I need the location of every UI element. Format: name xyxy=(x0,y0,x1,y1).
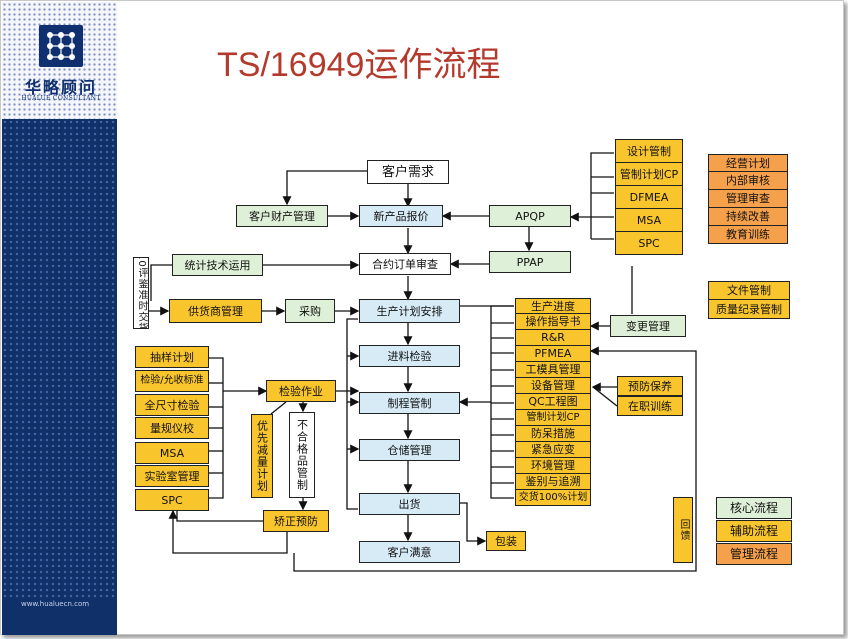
process-item: 设备管理 xyxy=(515,378,591,394)
document-control-stack: 文件管制 质量纪录管制 xyxy=(708,281,790,319)
process-item: 生产进度 xyxy=(515,298,591,314)
customer-property-node: 客户财产管理 xyxy=(236,205,328,227)
process-item: R&R xyxy=(515,330,591,346)
flow-connectors xyxy=(149,152,697,572)
feedback-node: 回馈 xyxy=(673,497,693,563)
process-item: 紧急应变 xyxy=(515,442,591,458)
process-flow-diagram: 客户需求 客户财产管理 新产品报价 APQP 合约订单审查 PPAP 统计技术运… xyxy=(121,131,821,591)
process-control-node: 制程管制 xyxy=(359,392,460,414)
legend: 核心流程 辅助流程 管理流程 xyxy=(716,497,792,565)
inspection-item: MSA xyxy=(135,442,209,464)
process-item: 交货100%计划 xyxy=(515,490,591,506)
apqp-tool-item: 管制计划CP xyxy=(615,163,683,186)
process-item: QC工程图 xyxy=(515,394,591,410)
brand-name-en: HUALUE CONSULTANT xyxy=(21,95,101,102)
warehouse-node: 仓储管理 xyxy=(359,439,460,461)
apqp-tool-item: DFMEA xyxy=(615,186,683,209)
management-stack: 经营计划 内部审核 管理审查 持续改善 教育训练 xyxy=(708,154,788,244)
priority-reduction-node: 优先减量计划 xyxy=(251,414,273,498)
management-item: 经营计划 xyxy=(708,154,788,172)
website-url: www.hualuecn.com xyxy=(21,600,90,608)
customer-demand-node: 客户需求 xyxy=(367,160,449,184)
stat-tech-node: 统计技术运用 xyxy=(172,254,263,276)
customer-satisfaction-node: 客户满意 xyxy=(359,541,460,563)
ppap-node: PPAP xyxy=(489,251,571,273)
process-item: PFMEA xyxy=(515,346,591,362)
document-control-item: 文件管制 xyxy=(708,281,790,300)
inspection-item: SPC xyxy=(135,489,209,511)
legend-support: 辅助流程 xyxy=(716,520,792,542)
sidebar: 华略顾问 HUALUE CONSULTANT www.hualuecn.com xyxy=(2,2,117,635)
supplier-eval-node: 10评鉴准时交货 xyxy=(133,257,149,329)
inspection-item: 抽样计划 xyxy=(135,346,209,368)
shipping-node: 出货 xyxy=(359,493,460,515)
legend-management: 管理流程 xyxy=(716,543,792,565)
inspection-item: 实验室管理 xyxy=(135,465,209,487)
apqp-tool-item: 设计管制 xyxy=(615,139,683,163)
on-job-training-node: 在职训练 xyxy=(617,396,683,416)
apqp-tool-item: MSA xyxy=(615,209,683,232)
page-title: TS/16949运作流程 xyxy=(217,46,501,84)
process-item: 鉴别与追溯 xyxy=(515,474,591,490)
inspection-item: 全尺寸检验 xyxy=(135,394,209,416)
company-logo-icon xyxy=(39,25,83,67)
apqp-tool-item: SPC xyxy=(615,232,683,255)
management-item: 管理审查 xyxy=(708,190,788,208)
incoming-inspection-node: 进料检验 xyxy=(359,345,460,367)
process-item: 防呆措施 xyxy=(515,426,591,442)
inspection-item: 量规仪校 xyxy=(135,417,209,439)
process-items-stack: 生产进度 操作指导书 R&R PFMEA 工模具管理 设备管理 QC工程图 管制… xyxy=(515,298,591,506)
change-mgmt-node: 变更管理 xyxy=(610,315,686,337)
process-item: 操作指导书 xyxy=(515,314,591,330)
nonconforming-node: 不合格品管制 xyxy=(289,412,315,498)
contract-review-node: 合约订单审查 xyxy=(359,253,451,275)
corrective-preventive-node: 矫正预防 xyxy=(263,510,329,532)
management-item: 持续改善 xyxy=(708,208,788,226)
process-item: 管制计划CP xyxy=(515,410,591,426)
apqp-tools-stack: 设计管制 管制计划CP DFMEA MSA SPC xyxy=(615,139,683,255)
packaging-node: 包装 xyxy=(486,531,526,551)
new-product-quote-node: 新产品报价 xyxy=(359,205,443,227)
management-item: 教育训练 xyxy=(708,226,788,244)
apqp-node: APQP xyxy=(489,205,571,227)
document-control-item: 质量纪录管制 xyxy=(708,300,790,319)
inspection-item: 检验/允收标准 xyxy=(135,370,209,392)
management-item: 内部审核 xyxy=(708,172,788,190)
process-item: 工模具管理 xyxy=(515,362,591,378)
inspection-items-stack: 抽样计划 检验/允收标准 全尺寸检验 量规仪校 MSA 实验室管理 SPC xyxy=(135,346,209,511)
preventive-maintenance-node: 预防保养 xyxy=(617,376,683,396)
purchase-node: 采购 xyxy=(285,299,335,323)
supplier-mgmt-node: 供货商管理 xyxy=(169,299,262,323)
inspection-work-node: 检验作业 xyxy=(266,380,336,402)
process-item: 环境管理 xyxy=(515,458,591,474)
brand-name-cn: 华略顾问 xyxy=(24,78,97,97)
production-plan-node: 生产计划安排 xyxy=(359,299,460,323)
sidebar-pattern xyxy=(2,119,117,599)
legend-core: 核心流程 xyxy=(716,497,792,519)
